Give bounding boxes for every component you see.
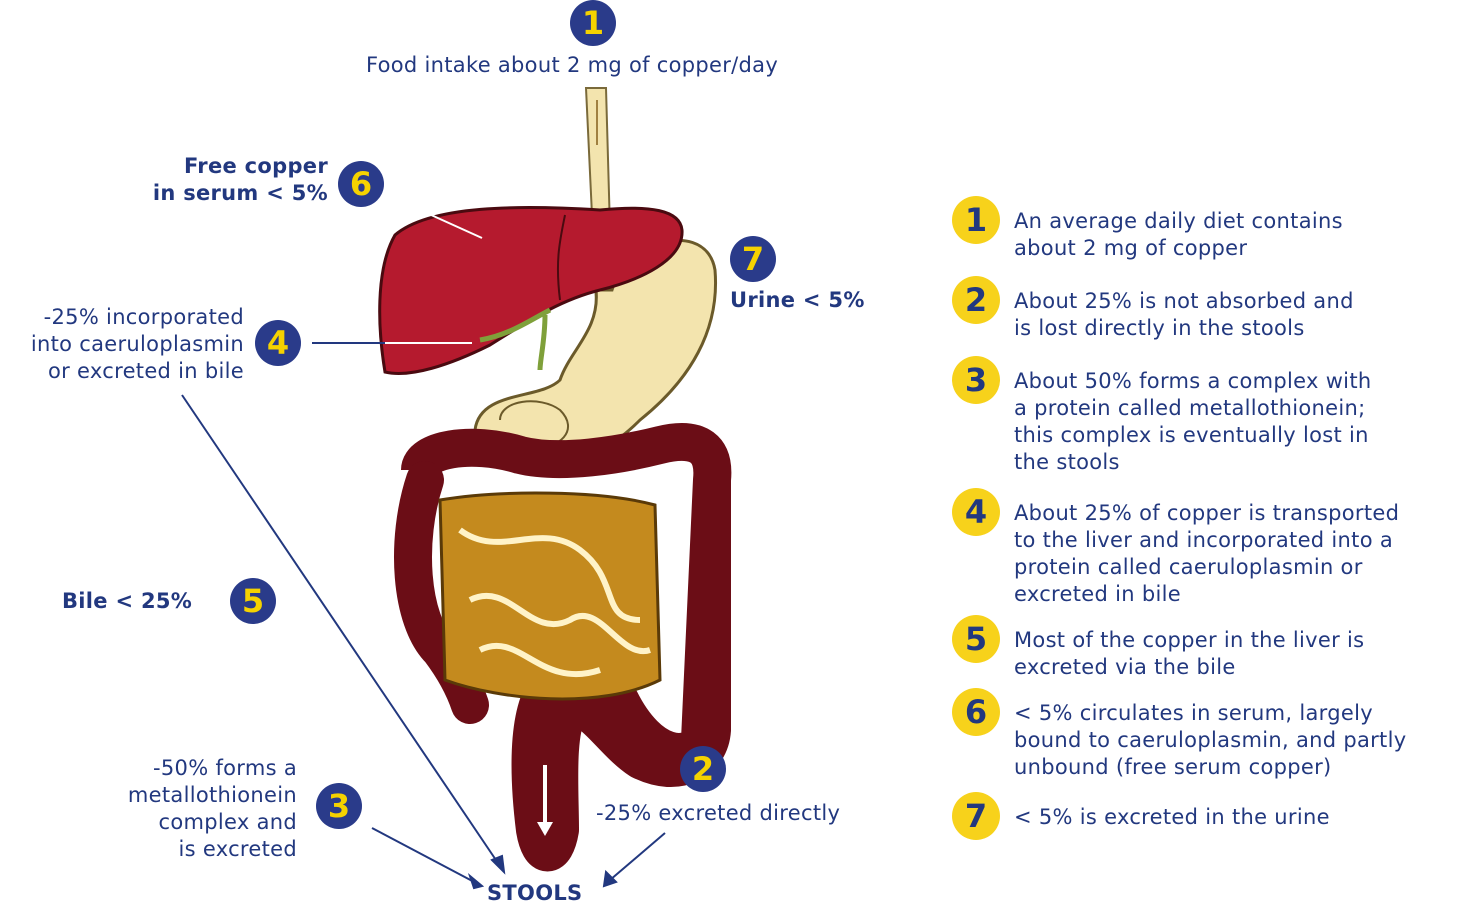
label-line: or excreted in bile [47,359,244,383]
direct-excretion-label: -25% excreted directly [596,801,841,825]
label-line: into caeruloplasmin [30,332,244,356]
legend-badge-6: 6 [952,688,1000,736]
callout-badge-6: 6 [338,161,384,207]
legend-badge-7: 7 [952,792,1000,840]
legend-text-5: Most of the copper in the liver is excre… [1014,628,1365,679]
legend-text-7: < 5% is excreted in the urine [1014,805,1330,829]
legend-badge-1: 1 [952,196,1000,244]
label-line: -25% incorporated [43,305,244,329]
legend-text-2: About 25% is not absorbed and is lost di… [1014,289,1354,340]
callout-badge-4: 4 [255,320,301,366]
callout-badge-1: 1 [570,0,616,46]
free-copper-label: Free copper in serum < 5% [100,153,328,207]
urine-label: Urine < 5% [730,288,865,312]
stools-label: STOOLS [487,881,583,905]
bile-duct [479,307,552,371]
callout-badge-7: 7 [730,236,776,282]
food-intake-label: Food intake about 2 mg of copper/day [366,53,779,77]
pointer-6 [397,199,483,239]
pointer-3 [371,827,479,885]
bile-label: Bile < 25% [62,589,193,613]
liver [378,206,684,375]
label-line: Free copper [184,154,328,178]
legend-text-1: An average daily diet contains about 2 m… [1014,209,1343,260]
legend-badge-4: 4 [952,488,1000,536]
legend-text-4: About 25% of copper is transported to th… [1014,501,1400,606]
label-line: complex and [158,810,297,834]
label-line: in serum < 5% [152,181,328,205]
caeruloplasmin-label: -25% incorporated into caeruloplasmin or… [0,304,244,385]
pointer-5 [181,394,501,867]
callout-badge-5: 5 [230,578,276,624]
label-line: metallothionein [127,783,297,807]
legend-badge-5: 5 [952,615,1000,663]
legend-badge-3: 3 [952,356,1000,404]
legend-badge-2: 2 [952,276,1000,324]
legend-text-3: About 50% forms a complex with a protein… [1014,369,1372,474]
callout-badge-2: 2 [680,746,726,792]
label-line: -50% forms a [153,756,297,780]
legend-text-6: < 5% circulates in serum, largely bound … [1014,701,1407,779]
callout-badge-3: 3 [316,783,362,829]
pointer-2 [609,832,666,881]
metallothionein-label: -50% forms a metallothionein complex and… [60,755,297,863]
label-line: is excreted [178,837,297,861]
